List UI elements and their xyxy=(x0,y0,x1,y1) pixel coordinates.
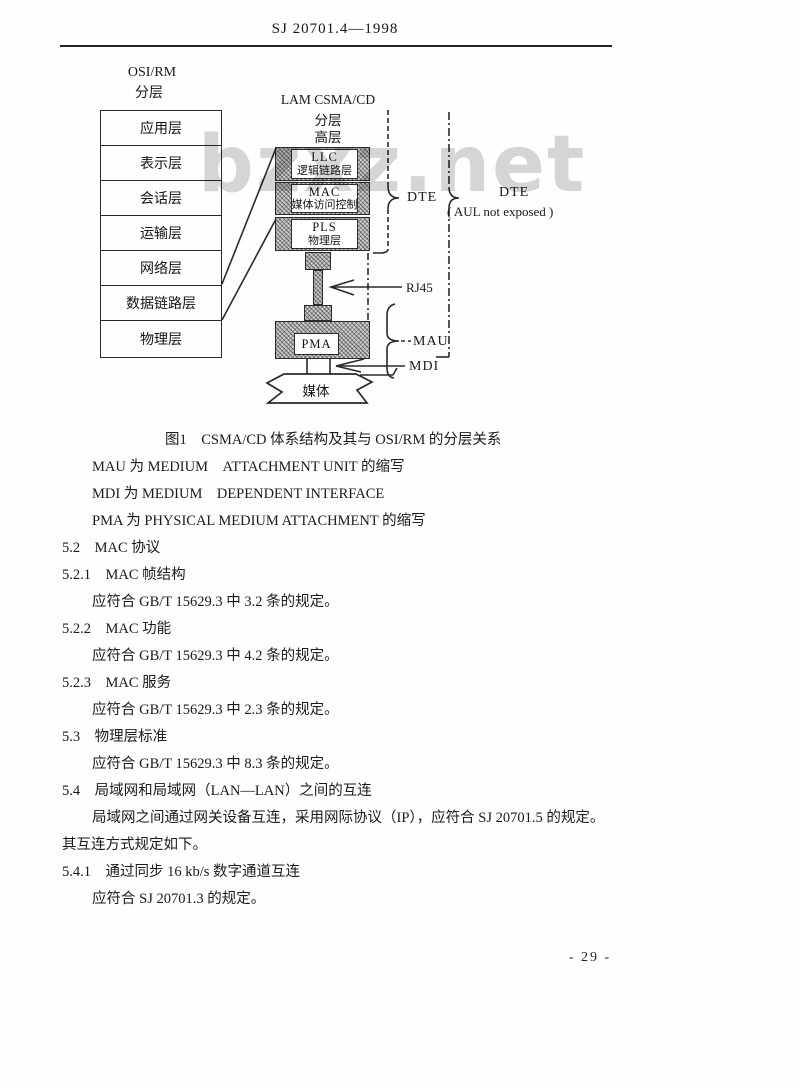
osi-layer-physical: 物理层 xyxy=(140,333,182,348)
figure-linework xyxy=(221,110,460,404)
osi-layer-network: 网络层 xyxy=(101,251,221,286)
osi-layer-datalink: 数据链路层 xyxy=(101,286,221,321)
dte-outer-bracket-tip xyxy=(448,186,460,209)
figure-caption: 图1 CSMA/CD 体系结构及其与 OSI/RM 的分层关系 xyxy=(165,432,502,448)
abbrev-line-mau: MAU 为 MEDIUM ATTACHMENT UNIT 的缩写 xyxy=(92,459,405,475)
csma-higher-layer-label: 高层 xyxy=(314,130,342,145)
body-5-4-1: 应符合 SJ 20701.3 的规定。 xyxy=(92,891,266,907)
heading-5-3: 5.3 物理层标准 xyxy=(62,729,168,745)
pma-box: PMA xyxy=(294,333,339,355)
abbrev-line-pma: PMA 为 PHYSICAL MEDIUM ATTACHMENT 的缩写 xyxy=(92,513,426,529)
header-rule xyxy=(60,45,612,47)
csma-column-subtitle: 分层 xyxy=(314,113,342,128)
mau-brace xyxy=(386,303,400,379)
heading-5-2: 5.2 MAC 协议 xyxy=(62,540,161,556)
osi-column-subtitle: 分层 xyxy=(135,86,163,101)
body-5-4-b: 其互连方式规定如下。 xyxy=(62,837,207,853)
mac-inner-box: MAC 媒体访问控制 xyxy=(291,184,358,213)
dte-inner-bracket-tip xyxy=(387,185,400,210)
dte-outer-label: DTE xyxy=(499,185,530,200)
document-number-header: SJ 20701.4—1998 xyxy=(271,21,399,37)
pls-cn-label: 物理层 xyxy=(308,234,341,247)
dte-inner-bracket-hook xyxy=(373,248,389,254)
heading-5-2-1: 5.2.1 MAC 帧结构 xyxy=(62,567,186,583)
body-5-2-1: 应符合 GB/T 15629.3 中 3.2 条的规定。 xyxy=(92,594,339,610)
osi-layer-application: 应用层 xyxy=(101,111,221,146)
csma-column-title: LAM CSMA/CD xyxy=(280,92,376,107)
osi-layer-transport: 运输层 xyxy=(101,216,221,251)
connector-bar xyxy=(313,270,323,305)
dte-inner-label: DTE xyxy=(407,190,438,205)
pls-layer-box: PLS 物理层 xyxy=(275,217,370,251)
page-number: - 29 - xyxy=(568,950,612,965)
body-text: 图1 CSMA/CD 体系结构及其与 OSI/RM 的分层关系 MAU 为 ME… xyxy=(62,427,772,913)
osi-layer-session: 会话层 xyxy=(101,181,221,216)
heading-5-2-2: 5.2.2 MAC 功能 xyxy=(62,621,172,637)
mau-label: MAU xyxy=(413,334,449,349)
llc-layer-box: LLC 逻辑链路层 xyxy=(275,147,370,181)
body-5-3: 应符合 GB/T 15629.3 中 8.3 条的规定。 xyxy=(92,756,339,772)
mapping-line-physical xyxy=(221,218,277,321)
rj45-arrowhead xyxy=(328,279,355,296)
osi-layer-stack: 应用层 表示层 会话层 运输层 网络层 数据链路层 物理层 xyxy=(100,110,222,358)
connector-stub-top xyxy=(305,252,331,270)
mdi-arrowhead xyxy=(335,358,365,373)
connector-stub-bottom xyxy=(304,305,332,321)
mac-layer-box: MAC 媒体访问控制 xyxy=(275,182,370,215)
osi-column-title: OSI/RM xyxy=(127,65,177,80)
llc-cn-label: 逻辑链路层 xyxy=(297,164,352,177)
mau-box: PMA xyxy=(275,321,370,359)
abbrev-line-mdi: MDI 为 MEDIUM DEPENDENT INTERFACE xyxy=(92,486,385,502)
heading-5-4-1: 5.4.1 通过同步 16 kb/s 数字通道互连 xyxy=(62,864,301,880)
body-5-2-2: 应符合 GB/T 15629.3 中 4.2 条的规定。 xyxy=(92,648,339,664)
rj45-label: RJ45 xyxy=(406,280,433,295)
pls-inner-box: PLS 物理层 xyxy=(291,219,358,249)
heading-5-4: 5.4 局域网和局域网（LAN—LAN）之间的互连 xyxy=(62,783,372,799)
mdi-label: MDI xyxy=(409,359,440,374)
mac-abbr-label: MAC xyxy=(308,184,341,199)
mapping-line-datalink xyxy=(221,147,277,285)
llc-inner-box: LLC 逻辑链路层 xyxy=(291,149,358,179)
aul-note-label: ( AUL not exposed ) xyxy=(447,204,554,219)
media-label: 媒体 xyxy=(302,384,330,399)
llc-abbr-label: LLC xyxy=(311,150,338,165)
media-banner xyxy=(265,373,374,404)
pls-abbr-label: PLS xyxy=(312,220,337,235)
mac-cn-label: 媒体访问控制 xyxy=(291,199,358,212)
body-5-4-a: 局域网之间通过网关设备互连，采用网际协议（IP），应符合 SJ 20701.5 … xyxy=(92,810,605,826)
body-5-2-3: 应符合 GB/T 15629.3 中 2.3 条的规定。 xyxy=(92,702,339,718)
osi-layer-presentation: 表示层 xyxy=(101,146,221,181)
media-edge-tick xyxy=(392,367,398,376)
heading-5-2-3: 5.2.3 MAC 服务 xyxy=(62,675,172,691)
